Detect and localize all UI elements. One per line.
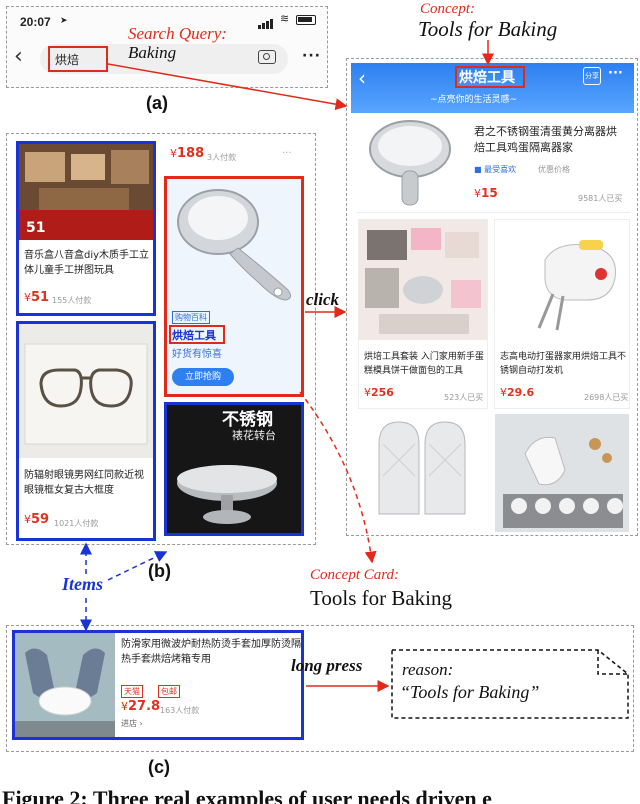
concept-card-tag: 购物百科 xyxy=(172,311,210,324)
item-3-price: ¥188 xyxy=(170,146,204,161)
panel-a-label: (a) xyxy=(146,93,168,113)
panel-c-item-name: 防滑家用微波炉耐热防烫手套加厚防烫隔热手套烘焙烤箱专用 xyxy=(121,639,301,665)
panel-b-frame xyxy=(6,133,316,545)
heart-icon: ■ xyxy=(474,165,485,174)
concept-item-2-price-value: 29.6 xyxy=(507,386,535,399)
concept-card-image xyxy=(168,182,300,302)
panel-c-tag-2: 包邮 xyxy=(158,685,180,698)
search-query-value: Baking xyxy=(128,43,177,62)
click-label: click xyxy=(306,290,340,309)
concept-item-1-name: 烘培工具套装 入门家用新手蛋糕模具饼干做面包的工具 xyxy=(364,352,484,376)
featured-currency: ¥ xyxy=(474,187,481,200)
concept-item-2-price: ¥29.6 xyxy=(500,386,534,399)
panel-c-item-price: ¥27.8 xyxy=(121,699,160,714)
camera-icon[interactable] xyxy=(258,50,276,64)
featured-item-badge-extra: 优惠价格 xyxy=(538,165,570,174)
concept-item-1-price: ¥256 xyxy=(364,386,394,399)
concept-page-subtitle: ~点亮你的生活灵感~ xyxy=(430,95,518,105)
long-press-label: long press xyxy=(291,656,363,675)
panel-c-store-label: 进店 xyxy=(121,719,137,728)
concept-card-concept: 烘焙工具 xyxy=(172,329,216,342)
item-1-sold: 155人付款 xyxy=(52,296,92,305)
concept-card-concept-box xyxy=(169,325,225,344)
featured-item-name: 君之不锈钢蛋清蛋黄分离器烘焙工具鸡蛋隔离器家 xyxy=(474,125,617,154)
item-2-sold: 1021人付款 xyxy=(54,519,99,528)
panel-c-currency: ¥ xyxy=(121,700,128,713)
concept-page-header xyxy=(351,63,634,113)
concept-item-4-image[interactable] xyxy=(495,414,629,532)
item-1-currency: ¥ xyxy=(24,291,31,304)
search-query-label: Search Query: xyxy=(128,24,227,43)
item-1-sign: 51 xyxy=(26,220,46,236)
concept-label: Concept: xyxy=(420,1,475,17)
concept-item-1-image xyxy=(359,220,487,340)
panel-c-store-link[interactable]: 进店 › xyxy=(121,719,143,728)
concept-more-icon[interactable]: ··· xyxy=(608,66,623,81)
reason-label: reason: xyxy=(402,660,454,679)
share-label: 分享 xyxy=(585,72,599,80)
battery-icon xyxy=(296,15,316,25)
concept-item-2-sold: 2698人已买 xyxy=(584,393,629,402)
item-4-image xyxy=(167,405,301,533)
item-3-sold: 3人付款 xyxy=(207,153,237,162)
concept-card-slogan: 好货有惊喜 xyxy=(172,349,222,360)
concept-card-button[interactable]: 立即抢购 xyxy=(172,368,234,386)
panel-c-tag-1: 天猫 xyxy=(121,685,143,698)
item-4-line-1: 不锈钢 xyxy=(222,410,273,430)
item-2-price: ¥59 xyxy=(24,512,49,527)
wifi-icon: ≋ xyxy=(280,12,290,25)
concept-item-1-sold: 523人已买 xyxy=(444,393,484,402)
featured-item-badge: ■ 最受喜欢 xyxy=(474,164,516,175)
featured-item-price: ¥15 xyxy=(474,186,498,200)
figure-caption: Figure 2: Three real examples of user ne… xyxy=(2,786,492,804)
back-icon[interactable]: ‹ xyxy=(14,44,23,69)
search-query-text: 烘焙 xyxy=(55,53,80,67)
concept-card-label: Concept Card: xyxy=(310,567,400,583)
item-4-line-2: 裱花转台 xyxy=(232,429,276,442)
panel-c-frame xyxy=(6,625,634,752)
concept-item-1-currency: ¥ xyxy=(364,386,371,399)
concept-card-value: Tools for Baking xyxy=(310,586,453,610)
reason-value: “Tools for Baking” xyxy=(400,682,540,702)
concept-item-2-name: 志高电动打蛋器家用烘焙工具不锈钢自动打发机 xyxy=(500,352,627,376)
item-1-image xyxy=(19,144,153,240)
panel-b-label: (b) xyxy=(148,561,171,581)
item-2-price-value: 59 xyxy=(31,512,50,527)
item-3-currency: ¥ xyxy=(170,147,177,160)
item-1-price-value: 51 xyxy=(31,290,50,305)
signal-icon xyxy=(258,14,274,29)
concept-item-1-price-value: 256 xyxy=(371,386,394,399)
concept-item-2-image xyxy=(495,220,629,340)
items-label: Items xyxy=(62,574,104,594)
panel-c-item-sold: 163人付款 xyxy=(160,706,200,715)
concept-page-title-box xyxy=(455,66,525,88)
panel-c-price-value: 27.8 xyxy=(128,699,161,714)
item-2-currency: ¥ xyxy=(24,513,31,526)
location-icon: ➤ xyxy=(60,16,68,26)
item-2-name: 防辐射眼镜男网红同款近视眼镜框女复古大框度 xyxy=(24,470,144,496)
featured-price-value: 15 xyxy=(481,186,498,200)
status-time: 20:07 xyxy=(20,15,51,29)
item-1-name: 音乐盒八音盒diy木质手工立体儿童手工拼图玩具 xyxy=(24,250,150,276)
featured-badge-text: 最受喜欢 xyxy=(484,165,517,174)
reason-note xyxy=(390,648,630,720)
concept-item-2-currency: ¥ xyxy=(500,386,507,399)
concept-card-button-label: 立即抢购 xyxy=(184,372,221,382)
item-2-image xyxy=(19,324,153,458)
concept-back-icon[interactable]: ‹ xyxy=(358,66,366,90)
concept-value: Tools for Baking xyxy=(418,17,558,41)
concept-item-3-image[interactable] xyxy=(359,414,487,532)
featured-item-image xyxy=(358,113,462,208)
more-icon[interactable]: ··· xyxy=(302,48,321,64)
panel-c-label: (c) xyxy=(148,757,170,777)
item-3-price-value: 188 xyxy=(177,146,205,161)
featured-item-sold: 9581人已买 xyxy=(578,194,623,203)
share-button[interactable]: 分享 xyxy=(583,67,601,85)
item-1-price: ¥51 xyxy=(24,290,49,305)
concept-page-title: 烘焙工具 xyxy=(459,70,515,86)
search-input[interactable]: 烘焙 xyxy=(48,46,108,72)
item-3-more-icon[interactable]: ··· xyxy=(282,148,292,159)
panel-c-item-image xyxy=(15,633,115,737)
